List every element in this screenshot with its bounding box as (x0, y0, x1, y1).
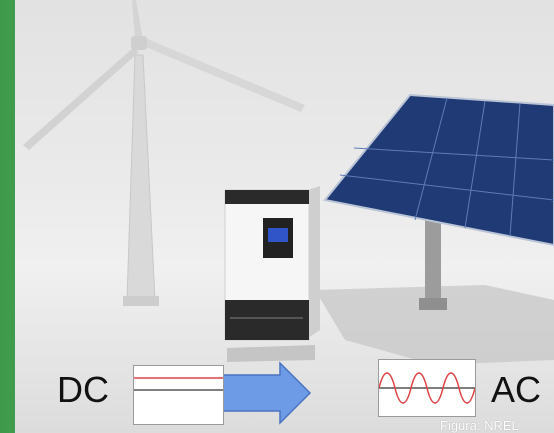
illustration-scene: DC AC (15, 0, 554, 433)
inverter-shadow (227, 345, 315, 362)
dc-waveform-icon (133, 365, 224, 425)
inverter-screen (268, 228, 288, 242)
solar-panel-shadow (315, 285, 554, 365)
ac-label: AC (491, 369, 542, 410)
solar-panel-pole-base (419, 298, 447, 310)
turbine-base (123, 296, 159, 306)
renewable-energy-illustration (23, 0, 554, 425)
turbine-blade-right (141, 38, 305, 112)
solar-panel-pole (425, 200, 441, 310)
inverter-bottom-band (225, 300, 309, 340)
inverter-top-band (225, 190, 309, 204)
turbine-blade-up (132, 0, 143, 40)
inverter (224, 186, 320, 341)
solar-panel (323, 93, 554, 310)
inverter-side (308, 186, 320, 338)
solar-panel-array (323, 93, 554, 247)
turbine-blade-left (23, 48, 139, 150)
turbine-tower (126, 54, 156, 301)
wind-turbine (23, 0, 305, 306)
dc-label: DC (57, 369, 109, 410)
turbine-nacelle (131, 36, 147, 50)
figure-credit: Figura: NREL (440, 418, 519, 433)
ac-sine-waveform-icon (378, 359, 476, 417)
right-arrow-icon (219, 361, 312, 425)
